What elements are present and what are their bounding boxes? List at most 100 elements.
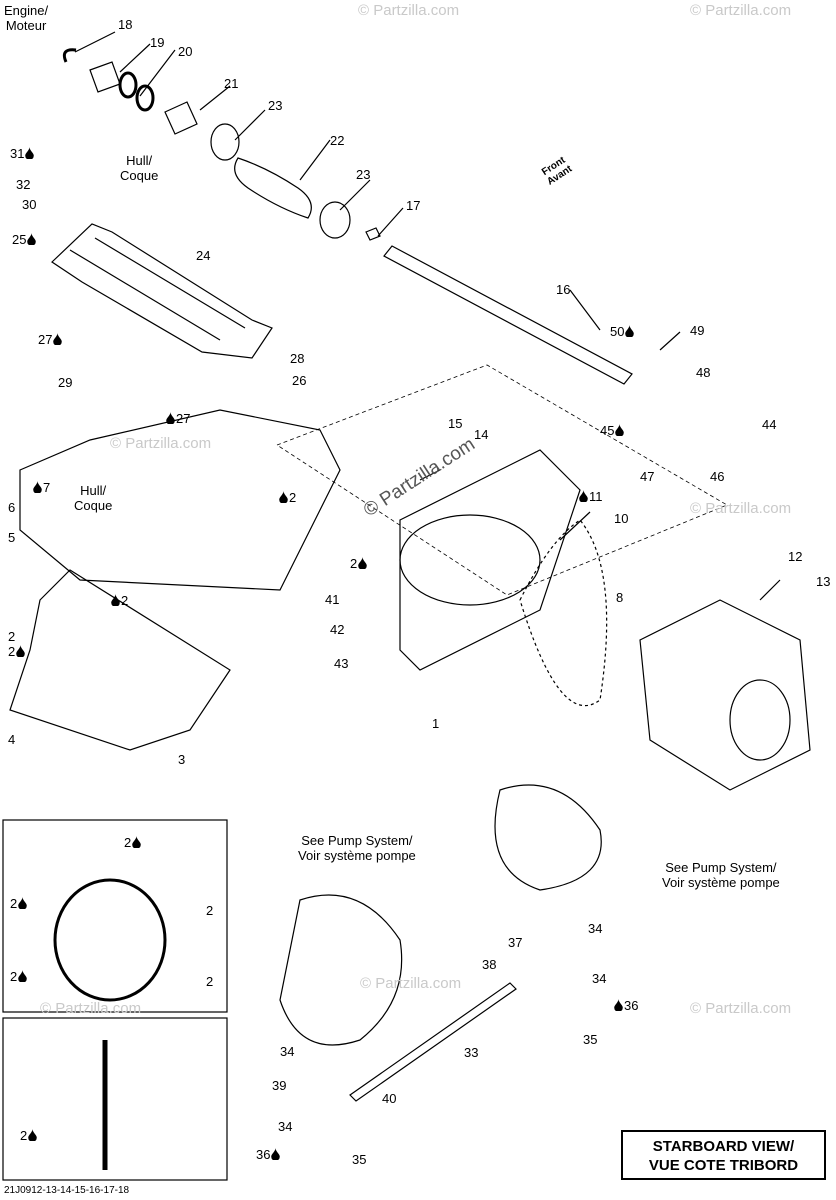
- callout-number: 11: [589, 489, 603, 504]
- callout-35b: 35: [352, 1153, 366, 1167]
- callout-14: 14: [474, 428, 488, 442]
- callout-number: 37: [508, 935, 523, 950]
- callout-number: 43: [334, 656, 349, 671]
- callout-number: 31: [10, 146, 25, 161]
- callout-2k: 2: [20, 1129, 38, 1143]
- hull-support-bracket: [51, 223, 273, 359]
- callout-number: 35: [352, 1152, 367, 1167]
- callout-number: 23: [268, 98, 283, 113]
- callout-number: 34: [278, 1119, 293, 1134]
- callout-46: 46: [710, 470, 724, 484]
- lubricant-drop-icon: [18, 970, 28, 983]
- diagram-code: 21J0912-13-14-15-16-17-18: [4, 1185, 130, 1196]
- lubricant-drop-icon: [358, 557, 368, 570]
- callout-20: 20: [178, 45, 192, 59]
- callout-number: 17: [406, 198, 421, 213]
- callout-number: 34: [588, 921, 603, 936]
- callout-number: 2: [10, 896, 18, 911]
- callout-27b: 27: [165, 412, 190, 426]
- callout-number: 6: [8, 500, 16, 515]
- lubricant-drop-icon: [615, 424, 625, 437]
- callout-number: 39: [272, 1078, 287, 1093]
- callout-number: 24: [196, 248, 211, 263]
- callout-number: 44: [762, 417, 777, 432]
- callout-number: 19: [150, 35, 165, 50]
- callout-number: 33: [464, 1045, 479, 1060]
- watermark-3: © Partzilla.com: [110, 435, 212, 452]
- lubricant-drop-icon: [25, 147, 35, 160]
- callout-number: 26: [292, 373, 307, 388]
- lubricant-drop-icon: [132, 836, 142, 849]
- callout-number: 48: [696, 365, 711, 380]
- callout-2a: 2: [278, 491, 296, 505]
- callout-31: 31: [10, 147, 35, 161]
- callout-number: 23: [356, 167, 371, 182]
- engine-label: Engine/ Moteur: [4, 3, 49, 33]
- callout-number: 12: [788, 549, 803, 564]
- callout-45: 45: [600, 424, 625, 438]
- callout-23a: 23: [268, 99, 282, 113]
- callout-47: 47: [640, 470, 654, 484]
- callout-44: 44: [762, 418, 776, 432]
- callout-29: 29: [58, 376, 72, 390]
- detail-panel-top: [2, 819, 228, 1013]
- steering-linkage: [279, 784, 602, 1102]
- callout-27a: 27: [38, 333, 63, 347]
- callout-2b: 2: [350, 557, 368, 571]
- lubricant-drop-icon: [614, 999, 623, 1012]
- callout-number: 25: [12, 232, 27, 247]
- callout-39: 39: [272, 1079, 286, 1093]
- callout-number: 2: [8, 644, 16, 659]
- callout-number: 4: [8, 732, 16, 747]
- callout-40: 40: [382, 1092, 396, 1106]
- callout-37: 37: [508, 936, 522, 950]
- callout-34b: 34: [592, 972, 606, 986]
- lubricant-drop-icon: [33, 481, 42, 494]
- view-title-box: STARBOARD VIEW/ VUE COTE TRIBORD: [621, 1130, 826, 1180]
- callout-43: 43: [334, 657, 348, 671]
- lubricant-drop-icon: [28, 1129, 38, 1142]
- callout-2e: 2: [8, 645, 26, 659]
- callout-number: 41: [325, 592, 340, 607]
- callout-number: 40: [382, 1091, 397, 1106]
- callout-number: 35: [583, 1032, 598, 1047]
- callout-number: 34: [592, 971, 607, 986]
- callout-number: 29: [58, 375, 73, 390]
- callout-number: 3: [178, 752, 186, 767]
- lubricant-drop-icon: [625, 325, 635, 338]
- callout-number: 47: [640, 469, 655, 484]
- callout-34d: 34: [278, 1120, 292, 1134]
- callout-number: 45: [600, 423, 615, 438]
- callout-number: 5: [8, 530, 16, 545]
- callout-number: 36: [624, 998, 639, 1013]
- callout-8: 8: [616, 591, 623, 605]
- see-pump-label-1: See Pump System/ Voir système pompe: [298, 833, 416, 863]
- callout-42: 42: [330, 623, 344, 637]
- callout-number: 16: [556, 282, 571, 297]
- lubricant-drop-icon: [18, 897, 28, 910]
- callout-7: 7: [32, 481, 50, 495]
- callout-number: 36: [256, 1147, 271, 1162]
- view-title-line1: STARBOARD VIEW/: [652, 1138, 795, 1155]
- callout-number: 2: [206, 974, 214, 989]
- callout-34a: 34: [588, 922, 602, 936]
- driveshaft-assembly: [62, 48, 633, 385]
- callout-28: 28: [290, 352, 304, 366]
- callout-number: 2: [206, 903, 214, 918]
- callout-number: 8: [616, 590, 624, 605]
- callout-number: 7: [43, 480, 51, 495]
- callout-36b: 36: [256, 1148, 281, 1162]
- callout-48: 48: [696, 366, 710, 380]
- callout-50: 50: [610, 325, 635, 339]
- callout-13: 13: [816, 575, 830, 589]
- callout-number: 2: [121, 593, 129, 608]
- callout-2h: 2: [206, 904, 213, 918]
- callout-32: 32: [16, 178, 30, 192]
- callout-33: 33: [464, 1046, 478, 1060]
- callout-2i: 2: [10, 970, 28, 984]
- callout-number: 42: [330, 622, 345, 637]
- hull-label-top: Hull/ Coque: [120, 153, 159, 183]
- callout-6: 6: [8, 501, 15, 515]
